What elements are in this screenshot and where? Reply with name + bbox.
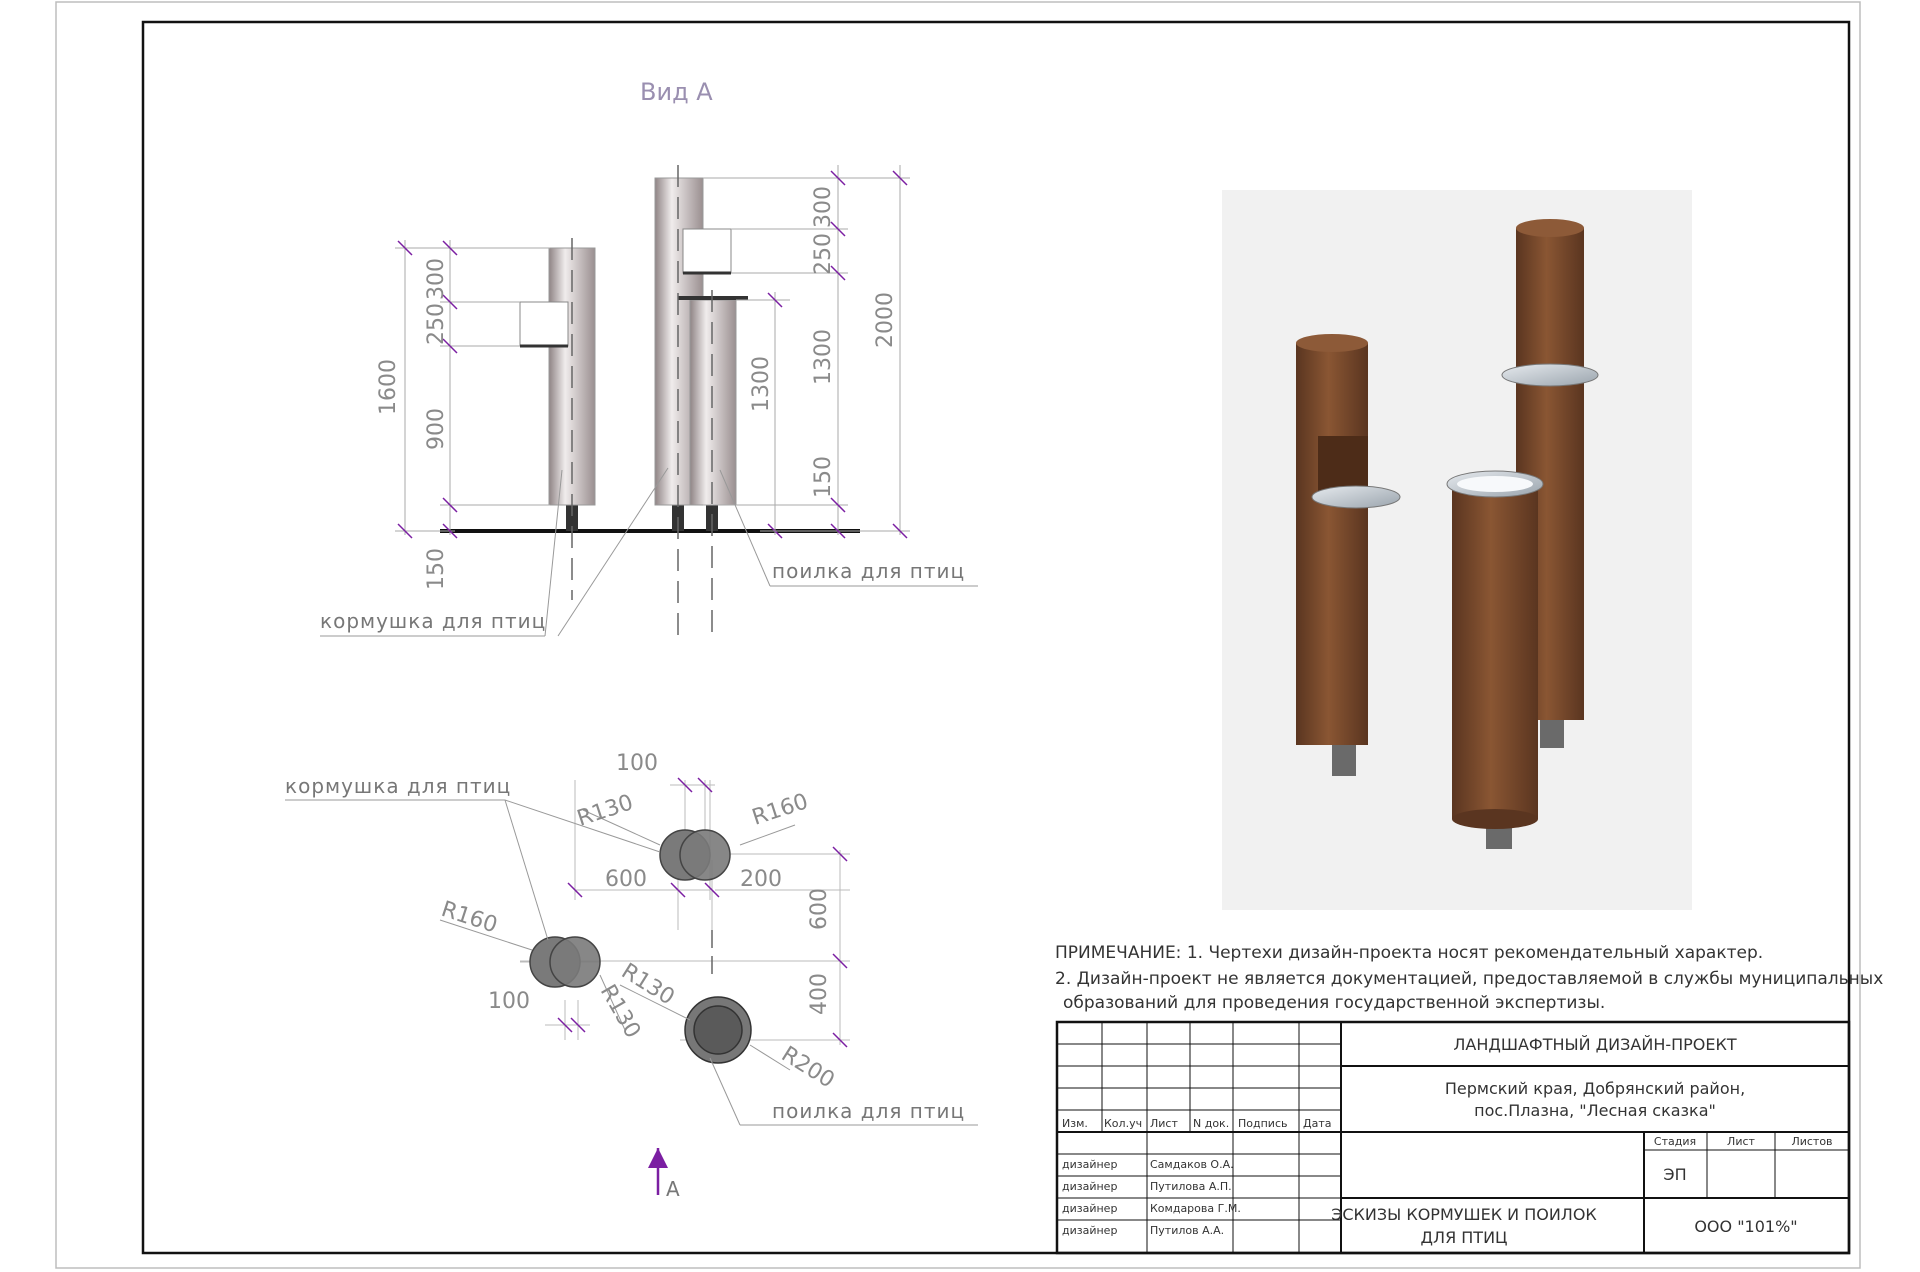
tb-project-type: ЛАНДШАФТНЫЙ ДИЗАЙН-ПРОЕКТ [1453,1035,1737,1054]
page-border [55,1,1861,1269]
feeder-left-opening [519,301,569,347]
tb-stage-header: Стадия [1654,1135,1696,1148]
dim-1300-right: 1300 [811,329,836,385]
tb-header-data: Дата [1303,1117,1331,1130]
label-drinker-plan: поилка для птиц [772,1099,965,1123]
plan-dim-r130-top: R130 [574,790,636,831]
render-drinker-post [1452,487,1538,819]
tb-header-izm: Изм. [1062,1117,1088,1130]
plan-dim-r200: R200 [777,1042,839,1094]
note-line-1: ПРИМЕЧАНИЕ: 1. Чертехи дизайн-проекта но… [1055,943,1763,963]
dim-900-left: 900 [424,408,449,450]
plan-view: кормушка для птиц поилка для птиц 100 R1… [285,751,978,1201]
tb-sheet-header: Лист [1727,1135,1755,1148]
tb-staff-name-4: Путилов А.А. [1150,1224,1224,1237]
render-tall-plate [1501,363,1599,387]
plan-dim-100-left: 100 [488,989,530,1014]
label-feeder-front: кормушка для птиц [320,609,546,633]
tb-sheets-header: Листов [1791,1135,1832,1148]
title-block-text: Изм. Кол.уч Лист N док. Подпись Дата диз… [1062,1035,1833,1247]
tb-header-kol: Кол.уч [1104,1117,1142,1130]
dim-300-right: 300 [811,186,836,228]
front-view: Вид А [320,78,978,637]
dim-250-right: 250 [811,233,836,275]
tb-staff-name-3: Комдарова Г.М. [1150,1202,1241,1215]
tb-sheet-title-2: ДЛЯ ПТИЦ [1421,1228,1508,1247]
arrow-label-a: А [666,1177,681,1201]
dim-150-left: 150 [424,548,449,590]
note-line-3: образований для проведения государственн… [1063,993,1605,1013]
tb-sheet-title-1: ЭСКИЗЫ КОРМУШЕК И ПОИЛОК [1331,1205,1597,1224]
tb-stage-value: ЭП [1663,1165,1686,1184]
dim-1600: 1600 [376,359,401,415]
plan-dim-r160-top: R160 [749,789,811,830]
render-left-post [1296,343,1368,745]
plan-feeder-left-b [549,936,601,988]
tb-staff-role-3: дизайнер [1062,1202,1117,1215]
tb-location-1: Пермский края, Добрянский район, [1445,1079,1745,1098]
tb-staff-name-1: Самдаков О.А. [1150,1158,1234,1171]
render-3d [1222,190,1692,910]
dim-150-right: 150 [811,456,836,498]
note-line-2: 2. Дизайн-проект не является документаци… [1055,969,1883,989]
plan-feeder-upper-b [679,829,731,881]
tb-staff-role-2: дизайнер [1062,1180,1117,1193]
label-drinker-front: поилка для птиц [772,559,965,583]
render-left-plate [1311,485,1401,509]
plan-drinker-inner [693,1005,743,1055]
plan-dim-100-top: 100 [616,751,658,776]
tb-staff-name-2: Путилова А.П. [1150,1180,1232,1193]
drawing-frame [141,20,1851,1255]
tb-location-2: пос.Плазна, "Лесная сказка" [1474,1101,1716,1120]
feeder-left-post-base [566,505,578,531]
label-feeder-plan: кормушка для птиц [285,774,511,798]
plan-dim-400: 400 [807,973,832,1015]
dim-1300-drinker: 1300 [749,356,774,412]
plan-dim-600-v: 600 [807,888,832,930]
tb-header-list: Лист [1150,1117,1178,1130]
dim-250-left: 250 [424,303,449,345]
dim-2000: 2000 [873,292,898,348]
view-title: Вид А [640,78,713,106]
plan-dim-200: 200 [740,867,782,892]
tb-staff-role-4: дизайнер [1062,1224,1117,1237]
notes: ПРИМЕЧАНИЕ: 1. Чертехи дизайн-проекта но… [1055,943,1883,1013]
drinker-body [689,299,737,506]
plan-dim-600-h: 600 [605,867,647,892]
tb-header-podpis: Подпись [1238,1117,1287,1130]
dim-300-left: 300 [424,258,449,300]
title-block [1055,1020,1851,1255]
tb-staff-role-1: дизайнер [1062,1158,1117,1171]
feeder-tall-opening [682,228,732,274]
tb-company: ООО "101%" [1694,1217,1797,1236]
plan-dim-r160-left: R160 [438,897,500,938]
tb-header-ndok: N док. [1193,1117,1229,1130]
